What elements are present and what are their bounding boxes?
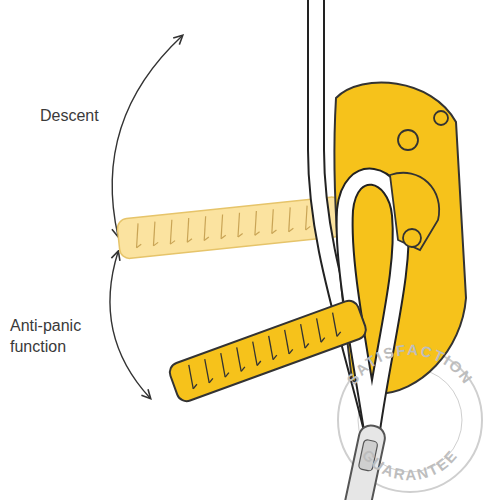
grip-line [170,241,175,245]
watermark-text: GUARANTEE [359,446,461,483]
grip-line [329,313,341,337]
cam [390,173,439,250]
grip-line [192,384,198,389]
grip-line [134,223,140,247]
grip-line [281,330,293,354]
grip-line [271,230,276,234]
grip-line [297,324,309,348]
grip-line [168,220,174,244]
rivet [434,111,448,125]
grip-line [286,207,292,231]
grip-line [235,213,241,237]
handle-descent-position [117,196,345,259]
grip-line [219,214,225,238]
grip-line [255,232,260,236]
grip-line [201,359,213,383]
grip-line [136,244,141,248]
grip-line [288,228,293,232]
grip-line [204,237,209,241]
grip-line [233,347,245,371]
grip-line [185,218,191,242]
grip-line [313,318,325,342]
grip-line [202,216,208,240]
anti-panic-range-arc [110,252,150,398]
grip-line [256,361,262,366]
descent-range-arc [112,36,182,236]
range-label: Anti-panic function [10,316,106,358]
handle-anti-panic-position [167,298,369,404]
grip-line [336,332,342,337]
grip-line [187,239,192,243]
rivet [398,130,418,150]
grip-line [151,222,157,246]
grip-line [153,242,158,246]
grip-line [288,349,294,354]
grip-line [272,355,278,360]
watermark-text: SATISFACTION [343,341,477,388]
grip-line [320,338,326,343]
grip-line [240,367,246,372]
grip-line [217,353,229,377]
grip-line [305,226,310,230]
grip-line [269,209,275,233]
grip-line [304,344,310,349]
grip-line [185,365,197,389]
grip-line [238,233,243,237]
range-label: Descent [40,106,130,127]
grip-line [221,235,226,239]
grip-line [249,342,261,366]
grip-line [303,206,309,230]
grip-line [252,211,258,235]
grip-line [208,378,214,383]
grip-line [265,336,277,360]
grip-line [224,373,230,378]
rivet [403,229,421,247]
